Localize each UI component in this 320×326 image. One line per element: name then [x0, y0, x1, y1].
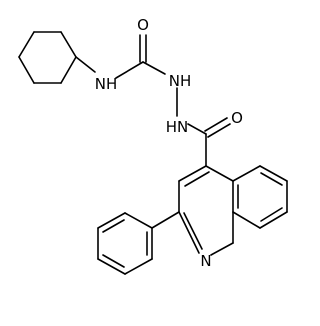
quinoline-pyridine-ring — [178, 165, 234, 256]
atom-label-n-quinoline: N — [200, 252, 211, 270]
bond — [184, 171, 210, 187]
bond — [124, 212, 153, 229]
atom-label-hn-hydrazide-lower: HN — [166, 118, 189, 136]
bond — [259, 165, 288, 182]
bond — [210, 242, 234, 256]
atom-label-o-top: O — [137, 16, 149, 34]
bond-hn-to-carbonyl — [187, 123, 207, 135]
amide-carbonyl-double-bond — [204, 117, 231, 138]
bond — [178, 165, 207, 182]
bond — [205, 165, 234, 182]
bond — [124, 258, 153, 275]
bond-quinoline-to-phenyl — [151, 211, 180, 229]
bond — [204, 117, 228, 132]
bond-ring-to-nh — [75, 56, 96, 73]
atom-label-o-bottom: O — [231, 109, 243, 127]
bond — [60, 56, 77, 84]
phenyl-ring — [97, 212, 153, 275]
bond — [178, 211, 200, 254]
bond — [260, 207, 283, 222]
bond — [97, 212, 126, 229]
bond — [232, 211, 261, 229]
bond — [260, 172, 283, 186]
bond — [18, 31, 35, 58]
cyclohexyl-ring — [18, 31, 77, 84]
bond — [102, 254, 125, 268]
bond — [102, 219, 125, 233]
bond — [18, 56, 35, 84]
bond — [259, 211, 288, 229]
atom-label-nh-hydrazide-upper: NH — [169, 72, 192, 90]
bond — [232, 165, 261, 182]
bond — [183, 212, 203, 250]
bond-nh-to-carbonyl — [115, 61, 144, 79]
bond — [97, 258, 126, 275]
bond — [60, 31, 77, 58]
quinoline-benzo-ring — [232, 165, 288, 229]
urea-carbonyl-double-bond — [139, 34, 147, 63]
bond-carbonyl-to-nh — [142, 61, 166, 75]
atom-label-nh-amide: NH — [95, 75, 118, 93]
bond — [207, 123, 231, 138]
